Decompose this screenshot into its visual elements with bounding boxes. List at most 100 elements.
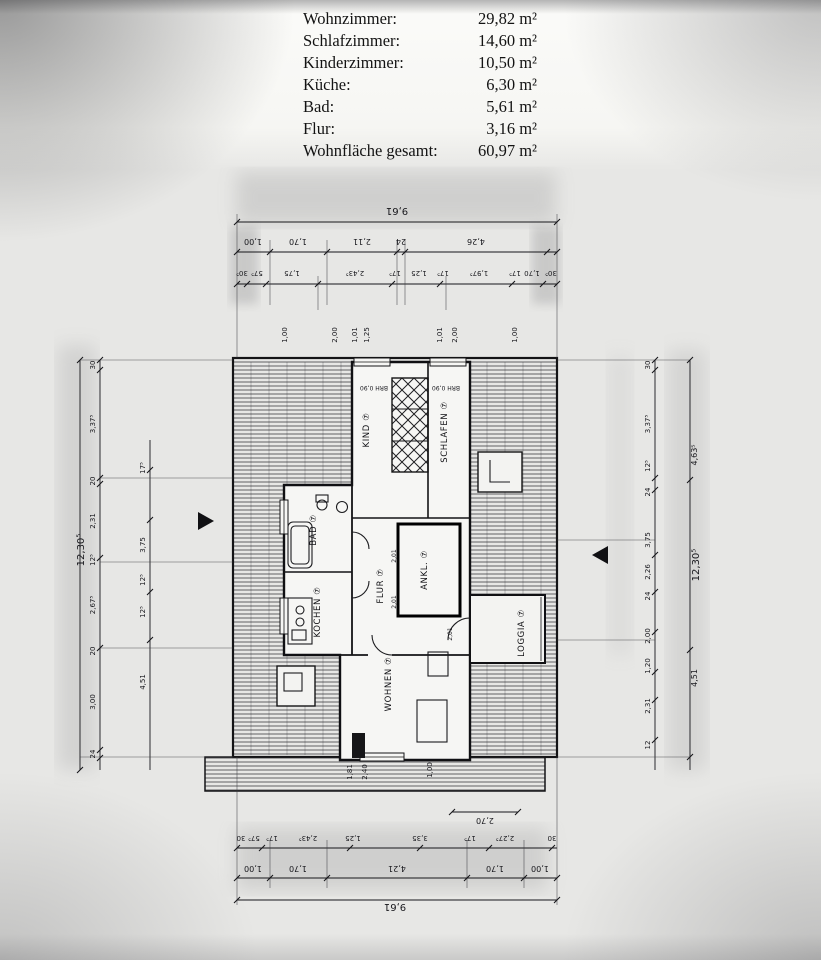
room-label-kochen: KOCHEN ⑦ [313,587,323,638]
dim-label: 1,70 [486,864,504,873]
dim-label: 3,75 [644,532,652,548]
dim-overall-left: 12,30⁵ [76,534,87,567]
dim-label: 17⁵ [464,834,476,842]
dim-label: 12,30⁵ [691,549,702,582]
dim-label: 30⁵ [236,269,248,277]
dim-label: 17⁵ [389,269,401,277]
loggia [469,594,546,664]
room-label-wohnen: WOHNEN ⑦ [384,657,394,712]
dim-top-chain2: 30⁵ 57⁵ 1,75 2,43⁵ 17⁵ 1,25 17⁵ 1,97⁵ 17… [236,269,557,277]
dim-label: 2,00 [451,327,459,343]
dim-label: 1,81 [346,764,354,780]
dim-left-outer: 30 3,37⁵ 20 2,31 12⁵ 2,67⁵ 20 3,00 24 [89,361,97,759]
dim-label: 20 [89,477,97,486]
dim-label: 24 [89,749,97,758]
dim-label: 2,00 [331,327,339,343]
room-label-bad: BAD ⑦ [309,514,319,546]
dim-label: 17⁵ [437,269,449,277]
dim-label: 30 [548,834,557,842]
dim-label: 30 [237,834,246,842]
marker-triangle-left [198,512,214,530]
dim-top-chain1: 1,00 1,70 2,11 24 4,26 [244,237,485,246]
dim-label: 4,26 [467,237,485,246]
note-label: 2,01 [447,627,454,641]
dim-label: 4,51 [139,674,147,690]
dim-label: 2,11 [353,237,371,246]
dim-top-small: 1,00 2,00 1,01 1,25 1,01 2,00 1,00 [281,327,519,343]
dim-label: 1,70 [524,269,540,277]
dim-label: 2,70 [476,816,494,825]
dim-label: 3,37⁵ [89,415,97,434]
dim-overall-bottom: 9,61 [384,901,406,912]
eaves-strip [204,756,546,792]
dim-label: 1,97⁵ [470,269,489,277]
dim-label: 57⁵ [251,269,263,277]
dim-label: 1,01 [351,327,359,343]
dim-label: 2,43⁵ [346,269,365,277]
room-label-flur: FLUR ⑦ [376,568,386,603]
dim-label: 12⁵ [139,606,147,618]
dim-label: 2,31 [644,698,652,714]
dim-label: 1,00 [511,327,519,343]
dark-block [352,733,365,758]
dim-label: 30 [89,361,97,370]
dim-label: 30⁵ [545,269,557,277]
room-label-schlafen: SCHLAFEN ⑦ [440,401,450,462]
dim-label: 1,01 [436,327,444,343]
dim-label: 1,00 [244,237,262,246]
dim-label: 1,70 [289,864,307,873]
dim-label: 1,25 [363,327,371,343]
roof-space-box [477,451,523,493]
dim-label: 2,27⁵ [496,834,515,842]
dim-label: 12⁵ [644,460,652,472]
room-label-kind: KIND ⑦ [362,413,372,448]
dim-label: 1,00 [244,864,262,873]
dim-label: 2,67⁵ [89,596,97,615]
dim-label: 2,43⁵ [299,834,318,842]
room-label-ankl: ANKL. ⑦ [420,550,430,590]
marker-triangle-right [592,546,608,564]
dim-label: 1,25 [345,834,361,842]
dim-label: 4,51 [690,669,699,687]
note-label: BRH 0,90 [432,384,460,391]
dim-label: 3,35 [412,834,428,842]
dim-overall-top: 9,61 [386,205,408,216]
dim-label: 24 [644,591,652,600]
note-label: 2,01 [391,549,398,563]
note-label: BRH 0,90 [360,384,388,391]
room-label-loggia: LOGGIA ⑦ [517,609,527,657]
note-label: 2,01 [391,595,398,609]
dim-label: 12⁵ [139,574,147,586]
dim-label: 3,00 [89,694,97,710]
dim-label: 1,70 [289,237,307,246]
dim-label: 20 [89,647,97,656]
dormer-box [276,665,316,707]
dim-label: 1,20 [644,658,652,674]
dim-label: 57⁵ [248,834,260,842]
dim-left-inner: 17⁵ 3,75 12⁵ 12⁵ 4,51 [139,462,147,690]
shaft-crosshatch [391,377,429,473]
dim-label: 3,75 [139,537,147,553]
dim-label: 1,00 [426,762,434,778]
dim-label: 1,00 [281,327,289,343]
dim-label: 2,40 [361,764,369,780]
dim-right-outer: 30 3,37⁵ 12⁵ 24 3,75 2,26 24 2,00 1,20 2… [644,361,652,750]
dim-bottom-chain2: 1,00 1,70 4,21 1,70 1,00 [244,864,549,873]
dim-label: 24 [396,237,406,246]
dim-label: 12 [644,741,652,750]
dim-label: 24 [644,487,652,496]
dim-label: 2,00 [644,628,652,644]
dim-label: 17⁵ [139,462,147,474]
dim-label: 4,21 [388,864,406,873]
dim-label: 17⁵ [266,834,278,842]
dim-label: 30 [644,361,652,370]
dim-label: 3,37⁵ [644,415,652,434]
dim-label: 2,31 [89,513,97,529]
dim-label: 2,26 [644,564,652,580]
dim-label: 1,75 [284,269,300,277]
dim-label: 1,00 [531,864,549,873]
dim-label: 1,25 [411,269,427,277]
dim-label: 12⁵ [89,554,97,566]
dim-label: 17⁵ [509,269,521,277]
